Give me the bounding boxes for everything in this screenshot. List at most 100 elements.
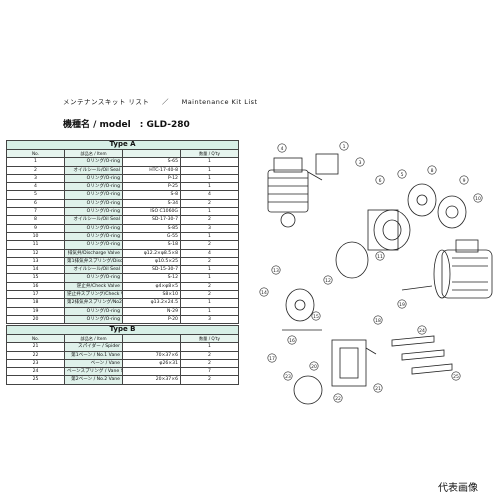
table-title-row: Type B (6, 325, 239, 335)
header-qty: 数量 / Q'ty (180, 333, 239, 344)
part-name: ベーン / Vane (64, 358, 123, 369)
part-no: 25 (6, 375, 65, 385)
part-no: 9 (6, 223, 65, 233)
part-name: 第1排気弁スプリング/Discharge Valve Spring (64, 256, 123, 267)
table-title: Type B (6, 325, 239, 335)
part-spec: φ4×φ8×5 (122, 281, 181, 292)
part-no: 2 (6, 165, 65, 175)
representative-image-caption: 代表画像 (438, 483, 478, 494)
pump-housing-drawing (267, 153, 339, 228)
callout-number: 16 (289, 338, 295, 344)
callout-circle (375, 251, 385, 261)
part-spec: SD-17-30-7 (122, 215, 181, 225)
callout-circle (309, 361, 319, 371)
part-qty: 2 (180, 290, 239, 300)
part-no: 7 (6, 207, 65, 217)
callout-number: 9 (463, 178, 466, 184)
callout-number: 10 (475, 196, 481, 202)
part-spec (122, 342, 181, 352)
part-qty: 1 (180, 173, 239, 184)
table-title: Type A (6, 140, 239, 150)
part-qty: 1 (180, 306, 239, 316)
callout-number: 20 (311, 364, 317, 370)
part-name: Oリング/O-ring (64, 182, 123, 192)
part-no: 4 (6, 182, 65, 192)
part-no: 14 (6, 265, 65, 275)
part-spec: S8×10 (122, 290, 181, 300)
part-no: 10 (6, 231, 65, 242)
part-qty: 1 (180, 157, 239, 167)
header-spec (122, 148, 181, 159)
callout-number: 3 (359, 160, 362, 166)
callout-circle (427, 165, 437, 175)
part-qty: 1 (180, 273, 239, 283)
motor-drawing (433, 239, 493, 299)
part-no: 19 (6, 306, 65, 316)
part-no: 15 (6, 273, 65, 283)
callout-circle (339, 141, 349, 151)
callout-circle (355, 157, 365, 167)
part-no: 11 (6, 240, 65, 250)
callout-number: 19 (399, 302, 405, 308)
part-name: Oリング/O-ring (64, 240, 123, 250)
part-no: 1 (6, 157, 65, 167)
callout-circle (451, 371, 461, 381)
callout-number: 24 (419, 328, 425, 334)
part-qty: 2 (180, 375, 239, 385)
part-spec: P-20 (122, 314, 181, 325)
part-name: Oリング/O-ring (64, 231, 123, 242)
part-spec: G-55 (122, 231, 181, 242)
callout-number: 15 (313, 314, 319, 320)
part-name: 第2排気弁スプリング/No2Discharge Valve Spring (64, 298, 123, 308)
callout-number: 14 (261, 290, 267, 296)
part-spec: HTC-17-40-8 (122, 165, 181, 175)
part-qty: 2 (180, 256, 239, 267)
part-no: 23 (6, 358, 65, 369)
header-no: No. (6, 148, 65, 159)
callout-number: 18 (375, 318, 381, 324)
title-separator: ／ (162, 98, 170, 106)
part-qty: 1 (180, 231, 239, 242)
table-title-row: Type A (6, 140, 239, 150)
part-qty: 2 (180, 198, 239, 209)
callout-circle (373, 383, 383, 393)
part-name: Oリング/O-ring (64, 157, 123, 167)
callout-circle (375, 175, 385, 185)
header-qty: 数量 / Q'ty (180, 148, 239, 159)
title-japanese: メンテナンスキット リスト (63, 98, 150, 106)
part-no: 16 (6, 281, 65, 292)
part-spec: S-18 (122, 240, 181, 250)
part-no: 17 (6, 290, 65, 300)
part-name: 第1ベーン / No.1 Vane (64, 350, 123, 360)
part-spec: P-12 (122, 173, 181, 184)
part-name: スパイダー / Spider (64, 342, 123, 352)
part-spec: S-65 (122, 157, 181, 167)
part-name: Oリング/O-ring (64, 314, 123, 325)
callout-number: 21 (375, 386, 381, 392)
part-name: Oリング/O-ring (64, 273, 123, 283)
lower-parts-drawing (282, 285, 453, 405)
part-spec: S-85 (122, 223, 181, 233)
callout-number: 4 (281, 146, 284, 152)
part-qty: 1 (180, 207, 239, 217)
part-qty: 2 (180, 350, 239, 360)
callout-number: 6 (379, 178, 382, 184)
part-qty: 1 (180, 298, 239, 308)
part-name: オイルシール/Oil Seal (64, 265, 123, 275)
